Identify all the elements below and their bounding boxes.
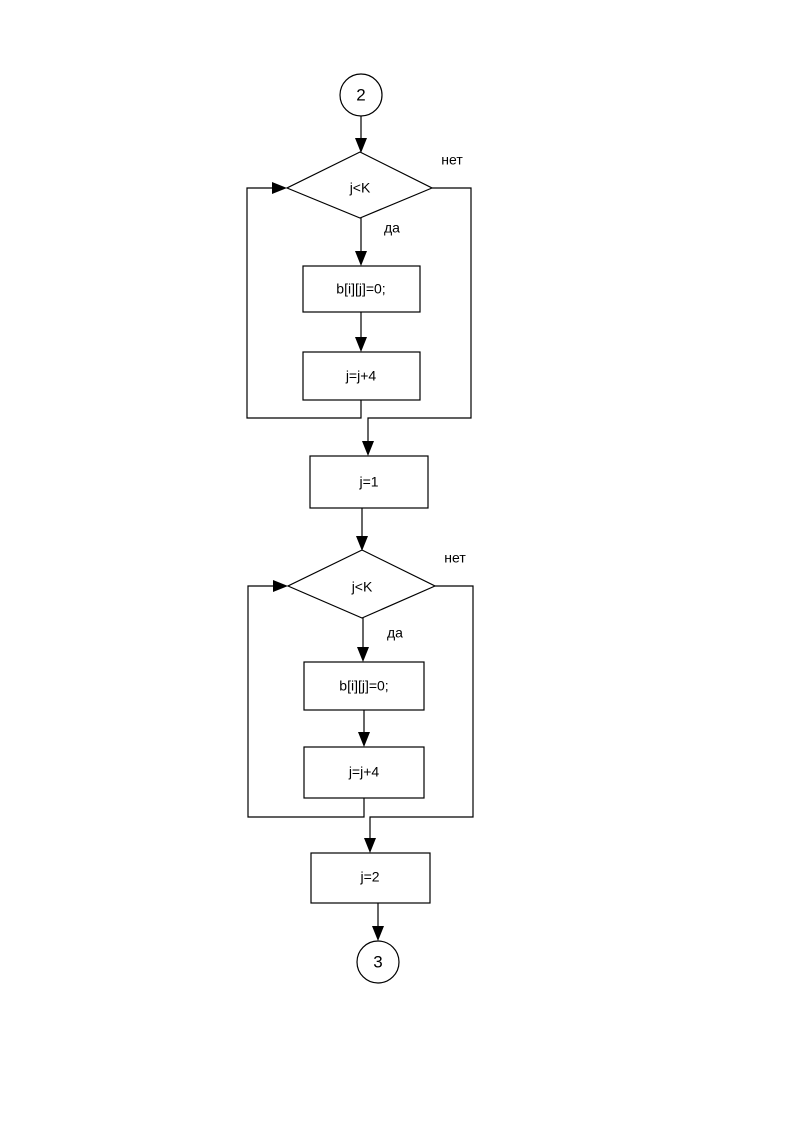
process-4-label: b[i][j]=0; bbox=[339, 678, 388, 694]
process-2-label: j=j+4 bbox=[345, 368, 377, 384]
arrow-loop-back-1 bbox=[272, 182, 287, 194]
arrow-process-6-to-exit bbox=[372, 926, 384, 941]
exit-connector-label: 3 bbox=[373, 952, 382, 971]
arrow-decision-1-yes bbox=[355, 251, 367, 266]
edge-loop-back-1 bbox=[246, 187, 362, 419]
decision-1-no-label: нет bbox=[441, 152, 463, 168]
arrow-entry-to-decision-1 bbox=[355, 138, 367, 153]
edge-decision-2-no bbox=[369, 585, 474, 845]
decision-2-yes-label: да bbox=[387, 625, 403, 641]
process-3-label: j=1 bbox=[358, 474, 378, 490]
edge-decision-1-no bbox=[367, 187, 472, 448]
arrow-decision-2-yes bbox=[357, 647, 369, 662]
process-6-label: j=2 bbox=[359, 869, 379, 885]
arrow-decision-1-no bbox=[362, 441, 374, 456]
edge-loop-back-2 bbox=[247, 585, 365, 818]
decision-2-diamond bbox=[286, 549, 437, 619]
entry-connector-label: 2 bbox=[356, 85, 365, 104]
decision-2-no-label: нет bbox=[444, 550, 466, 566]
decision-1-label: j<K bbox=[349, 180, 371, 196]
arrow-process-1-to-2 bbox=[355, 337, 367, 352]
arrow-loop-back-2 bbox=[273, 580, 288, 592]
process-3-box bbox=[309, 455, 429, 509]
decision-1-diamond bbox=[285, 151, 434, 219]
arrow-decision-2-no bbox=[364, 838, 376, 853]
arrow-process-3-to-decision-2 bbox=[356, 536, 368, 551]
decision-1-yes-label: да bbox=[384, 220, 400, 236]
process-1-label: b[i][j]=0; bbox=[336, 281, 385, 297]
arrow-process-4-to-5 bbox=[358, 732, 370, 747]
process-5-label: j=j+4 bbox=[348, 764, 380, 780]
decision-2-label: j<K bbox=[351, 579, 373, 595]
exit-connector-circle bbox=[356, 940, 400, 984]
process-4-box bbox=[303, 661, 425, 711]
process-6-box bbox=[310, 852, 431, 904]
